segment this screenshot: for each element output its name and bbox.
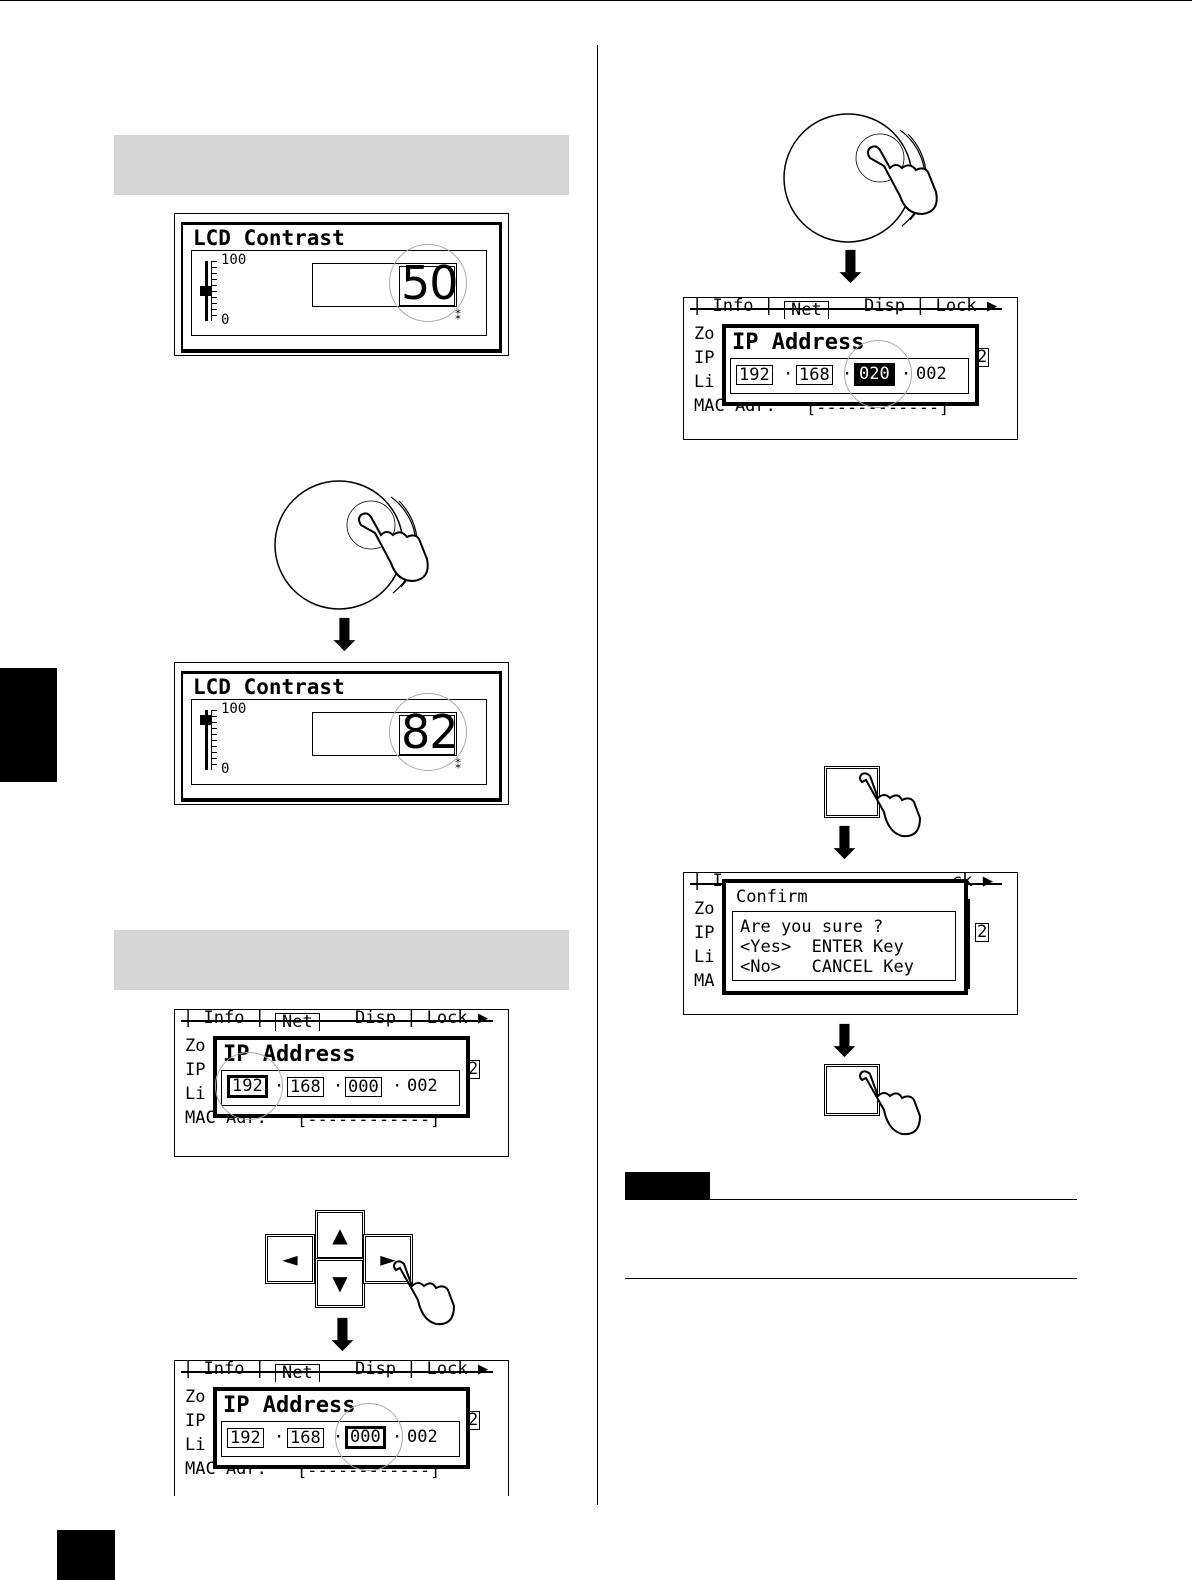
- enter-key-button[interactable]: [824, 1064, 880, 1116]
- slider-min-label: 0: [221, 312, 230, 328]
- ip-octet-1: 192: [736, 365, 773, 385]
- down-arrow-icon: ⬇: [324, 1310, 361, 1361]
- note-label-bar: [625, 1172, 710, 1199]
- lcd-contrast-screen-after: LCD Contrast 100 0 82 ⁑: [174, 662, 509, 805]
- pointing-hand-icon: [859, 1070, 922, 1136]
- highlight-circle: [844, 340, 912, 408]
- tab-lock: Lock: [426, 1008, 468, 1028]
- contrast-slider: [205, 710, 208, 770]
- slider-thumb: [200, 715, 212, 725]
- section-header-lcd-contrast: [114, 135, 569, 195]
- down-arrow-icon: ⬇: [826, 1016, 863, 1067]
- ip-octet-4: 002: [407, 1427, 438, 1447]
- enter-key-button[interactable]: [824, 766, 880, 818]
- dpad-left-button[interactable]: ◄: [265, 1234, 315, 1284]
- dpad-up-button[interactable]: ▲: [315, 1210, 365, 1260]
- top-rule: [0, 0, 1192, 1]
- screen-title: LCD Contrast: [193, 226, 345, 250]
- ip-octet-3: 000: [345, 1077, 382, 1097]
- tab-lock: Lock: [935, 296, 977, 316]
- tab-net: Net: [275, 1013, 320, 1031]
- down-arrow-icon: ⬇: [326, 610, 363, 661]
- highlight-circle: [215, 1052, 283, 1120]
- row-label-link: Li: [185, 1084, 206, 1104]
- ip-octet-1: 192: [227, 1428, 264, 1448]
- tab-disp: Disp: [864, 296, 905, 316]
- slider-thumb: [200, 286, 212, 296]
- ip-octet-4: 002: [407, 1076, 438, 1096]
- tab-info: Info: [712, 296, 754, 316]
- row-label-ip: IP: [694, 923, 715, 943]
- confirm-yes-option: <Yes> ENTER Key: [740, 937, 904, 957]
- note-bottom-rule: [625, 1278, 1077, 1279]
- popup-title: IP Address: [223, 1393, 356, 1418]
- ip-octet-4: 002: [916, 364, 947, 384]
- confirm-no-option: <No> CANCEL Key: [740, 957, 914, 977]
- note-top-rule: [625, 1199, 1077, 1200]
- lcd-contrast-screen-before: LCD Contrast 100 0 50 ⁑: [174, 213, 509, 356]
- row-label-link: Li: [694, 947, 715, 967]
- ip-screen-step3: | Info | Net Disp | Lock ▶ Zo IP Li MAC …: [683, 297, 1018, 440]
- enter-key-illustration-2: [820, 1062, 930, 1152]
- dialog-title: Confirm: [736, 887, 808, 907]
- row-label-link: Li: [185, 1435, 206, 1455]
- highlight-circle: [389, 693, 467, 771]
- row-label-zone: Zo: [185, 1036, 206, 1056]
- dial-small-icon: ⁑: [455, 758, 461, 772]
- confirm-screen: | I ck ▶ Zo IP Li MA 2 Confirm Are you s…: [683, 872, 1018, 1015]
- row-label-zone: Zo: [185, 1387, 206, 1407]
- down-arrow-icon: ⬇: [826, 818, 863, 869]
- chapter-side-tab: [0, 668, 57, 782]
- tab-info: Info: [203, 1008, 245, 1028]
- row-label-zone: Zo: [694, 899, 715, 919]
- ip-octet-2: 168: [287, 1428, 324, 1448]
- pointing-hand-icon: [393, 1260, 456, 1326]
- pointing-hand-icon: [859, 772, 922, 838]
- tab-net: Net: [275, 1364, 320, 1382]
- confirm-dialog: Confirm Are you sure ? <Yes> ENTER Key <…: [722, 879, 968, 995]
- slider-max-label: 100: [221, 701, 247, 717]
- ip-octet-2: 168: [796, 365, 833, 385]
- page-number-box: [57, 1530, 115, 1580]
- screen-title: LCD Contrast: [193, 675, 345, 699]
- dial-small-icon: ⁑: [455, 309, 461, 323]
- section-header-ip-address: [114, 930, 569, 990]
- column-divider: [597, 45, 598, 1505]
- row-label-mac: MA: [694, 971, 715, 991]
- slider-min-label: 0: [221, 761, 230, 777]
- tab-lock: Lock: [426, 1359, 468, 1379]
- tab-info: Info: [203, 1359, 245, 1379]
- dpad-illustration: ▲ ◄ ▼ ►: [265, 1208, 465, 1348]
- confirm-question: Are you sure ?: [740, 917, 884, 937]
- row-label-link: Li: [694, 372, 715, 392]
- row-label-zone: Zo: [694, 324, 715, 344]
- slider-max-label: 100: [221, 252, 247, 268]
- popup-title: IP Address: [732, 330, 865, 355]
- ip-screen-step2: | Info | Net Disp | Lock ▶ Zo IP Li MAC …: [174, 1360, 509, 1496]
- highlight-circle: [389, 244, 467, 322]
- highlight-circle: [335, 1403, 403, 1471]
- tab-net: Net: [784, 301, 829, 319]
- row-label-ip: IP: [185, 1060, 206, 1080]
- ip-octet-2: 168: [287, 1077, 324, 1097]
- tab-disp: Disp: [355, 1359, 396, 1379]
- tab-disp: Disp: [355, 1008, 396, 1028]
- side-value: 2: [975, 922, 990, 942]
- dpad-down-button[interactable]: ▼: [315, 1258, 365, 1308]
- ip-screen-step1: | Info | Net Disp | Lock ▶ Zo IP Li MAC …: [174, 1009, 509, 1157]
- dpad-right-button[interactable]: ►: [363, 1234, 413, 1284]
- encoder-dial-icon: [782, 110, 952, 260]
- enter-key-illustration: [820, 764, 930, 854]
- row-label-ip: IP: [694, 348, 715, 368]
- encoder-dial-icon: [273, 477, 443, 627]
- row-label-ip: IP: [185, 1411, 206, 1431]
- down-arrow-icon: ⬇: [832, 242, 869, 293]
